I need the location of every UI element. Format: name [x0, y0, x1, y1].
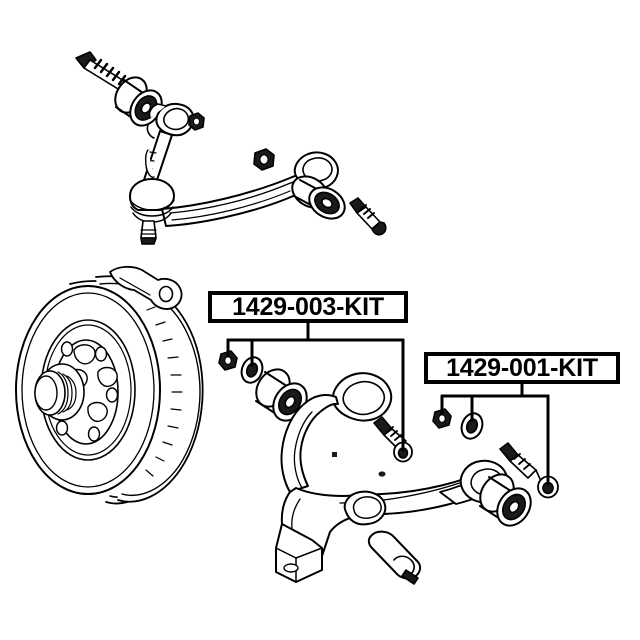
part-number-label-1429-001-kit: 1429-001-KIT	[424, 352, 620, 384]
wheel-hub	[34, 339, 119, 445]
lower-arm-bolt-right	[499, 442, 559, 499]
lower-arm-nut-right	[432, 408, 452, 429]
callout-leaders	[226, 321, 550, 486]
upper-arm-left-eye	[146, 102, 195, 139]
lower-arm-washer-right	[460, 412, 484, 440]
lower-arm-washer-left	[240, 356, 264, 384]
lower-arm-nut-left	[218, 350, 238, 371]
upper-arm-nut-right	[253, 148, 275, 171]
upper-arm-bushing-right	[291, 175, 346, 220]
upper-arm-nut-center	[188, 112, 205, 131]
leader-kit-001	[440, 382, 550, 486]
upper-control-arm-assembly	[75, 51, 387, 245]
lower-arm-bushing-right	[479, 473, 532, 527]
leader-kit-003	[226, 321, 405, 452]
brake-disc-hub-assembly	[15, 265, 204, 505]
lower-control-arm-assembly	[218, 350, 559, 585]
upper-arm-ball-joint	[129, 178, 175, 245]
upper-arm-bolt-right	[349, 197, 387, 236]
part-number-label-1429-003-kit: 1429-003-KIT	[208, 291, 408, 323]
lower-arm-ball-joint-stud	[367, 530, 422, 585]
lower-arm-bolt-center	[373, 416, 413, 463]
